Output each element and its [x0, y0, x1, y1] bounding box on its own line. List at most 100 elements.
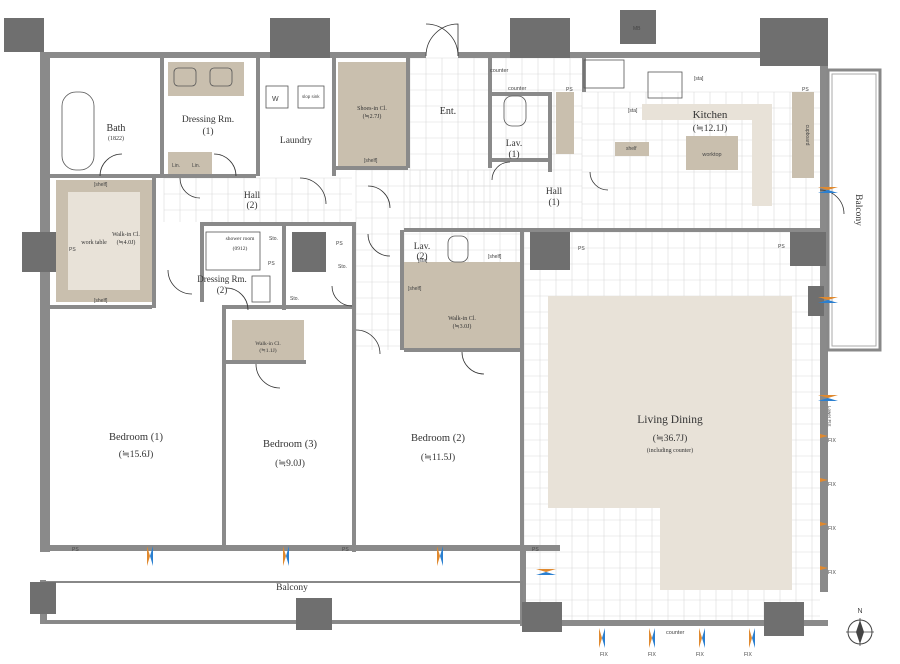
doors	[99, 23, 845, 389]
linen-label: Lin.	[192, 163, 200, 169]
fix-label: FIX	[828, 570, 836, 576]
room-label-shower: shower room	[226, 236, 256, 242]
label-work-table: work table	[81, 240, 107, 246]
room-num-hall-2: (2)	[246, 200, 257, 211]
window-marker-inner	[752, 628, 755, 648]
room-label-balcony-right: Balcony	[853, 194, 863, 226]
room-label-kitchen: Kitchen	[693, 109, 728, 121]
fix-label: FIX	[828, 438, 836, 444]
window-marker-outer	[649, 628, 652, 648]
walkin-closet-1-floor	[68, 192, 140, 290]
walkin-closet-3	[232, 320, 304, 360]
room-size-shoes-closet: (≒2.7J)	[363, 113, 382, 120]
room-label-lav-2: Lav.	[414, 242, 431, 252]
window-marker-outer	[699, 628, 702, 648]
sta-label: [sta]	[694, 76, 704, 82]
room-num-lav-2: (2)	[416, 251, 427, 262]
room-label-bedroom-2: Bedroom (2)	[411, 433, 465, 444]
room-label-shoes-closet: Shoes-in Cl.	[357, 106, 387, 112]
room-size-walkin-3: (≒1.1J)	[259, 347, 276, 354]
fix-label: FIX	[600, 652, 608, 658]
ps-label: PS	[578, 246, 585, 252]
ps-label: PS	[778, 244, 785, 250]
shelf-label: [shelf]	[94, 298, 108, 304]
label-worktop: worktop	[701, 152, 721, 158]
window-marker-outer	[437, 546, 440, 566]
room-label-bedroom-1: Bedroom (1)	[109, 432, 163, 443]
kitchen-floor-area	[642, 104, 772, 206]
fix-window-marker	[820, 434, 828, 438]
room-num-hall-1: (1)	[548, 197, 559, 208]
room-label-hall-1: Hall	[546, 187, 563, 197]
living-rug	[548, 296, 792, 590]
room-label-walkin-1: Walk-in Cl.	[112, 232, 140, 238]
toilet-1	[503, 95, 527, 127]
room-label-bath: Bath	[107, 123, 126, 134]
vanity-counter	[168, 62, 244, 96]
shelf-label: [shelf]	[364, 158, 378, 164]
room-size-walkin-2: (≒3.0J)	[453, 323, 472, 330]
room-label-bedroom-3: Bedroom (3)	[263, 439, 317, 450]
window-marker-inner	[702, 628, 705, 648]
window-marker-outer	[818, 297, 838, 300]
cooktop	[647, 71, 683, 99]
room-size-bedroom-3: (≒9.0J)	[275, 458, 305, 469]
ps-label: PS	[72, 547, 79, 553]
storage-label: Sto.	[338, 264, 347, 270]
room-note-living-dining: (including counter)	[647, 447, 693, 454]
walkin-closet-2	[403, 262, 523, 348]
window-marker-outer	[283, 546, 286, 566]
room-size-bedroom-2: (≒11.5J)	[421, 452, 455, 463]
window-marker-outer	[599, 628, 602, 648]
slop-sink	[297, 85, 325, 109]
room-size-shower: (0912)	[233, 245, 248, 252]
counter-label: counter	[666, 630, 685, 636]
fix-label: FIX	[828, 526, 836, 532]
washing-machine	[265, 85, 289, 109]
storage-label: Sto.	[269, 236, 278, 242]
dressing-sink	[251, 275, 271, 303]
room-label-laundry: Laundry	[280, 136, 312, 146]
ps-label: PS	[532, 547, 539, 553]
room-num-dressing-1: (1)	[202, 126, 213, 137]
fixtures	[61, 59, 683, 303]
fix-window-marker	[820, 478, 828, 482]
shelf-label: shelf	[626, 146, 637, 152]
room-label-walkin-2: Walk-in Cl.	[448, 316, 476, 322]
window-markers	[147, 187, 838, 648]
window-marker-inner	[286, 546, 289, 566]
lav-shelf	[556, 92, 574, 154]
window-marker-inner	[150, 546, 153, 566]
ps-label: PS	[69, 247, 76, 253]
room-label-entrance: Ent.	[440, 106, 456, 117]
room-size-kitchen: (≒12.1J)	[693, 123, 728, 134]
window-marker-inner	[652, 628, 655, 648]
ps-label: PS	[566, 87, 573, 93]
shoes-in-closet	[338, 62, 406, 166]
cupboard	[792, 92, 814, 178]
storage-label: Sto.	[290, 296, 299, 302]
room-label-hall-2: Hall	[244, 191, 261, 201]
mb-label: MB	[633, 26, 641, 32]
window-marker-inner	[818, 398, 838, 401]
fix-label: FIX	[744, 652, 752, 658]
sink-2	[209, 67, 233, 87]
counter-label: counter	[490, 68, 509, 74]
ps-label: PS	[342, 547, 349, 553]
refrigerator	[583, 59, 625, 89]
shelf-label: [shelf]	[488, 254, 502, 260]
room-num-dressing-2: (2)	[217, 285, 228, 295]
ps-label: PS	[802, 87, 809, 93]
slop-sink-label: slop sink	[302, 94, 320, 99]
window-marker-inner	[818, 190, 838, 193]
room-label-balcony-bottom: Balcony	[276, 583, 308, 593]
ps-label: PS	[268, 261, 275, 267]
window-marker-outer	[818, 187, 838, 190]
lower-fix-label: Lower FIX	[827, 406, 832, 427]
room-size-walkin-1: (≒4.0J)	[117, 239, 136, 246]
fix-window-marker	[820, 566, 828, 570]
room-size-living-dining: (≒36.7J)	[653, 433, 688, 444]
fix-label: FIX	[648, 652, 656, 658]
shelf-label: [shelf]	[94, 182, 108, 188]
